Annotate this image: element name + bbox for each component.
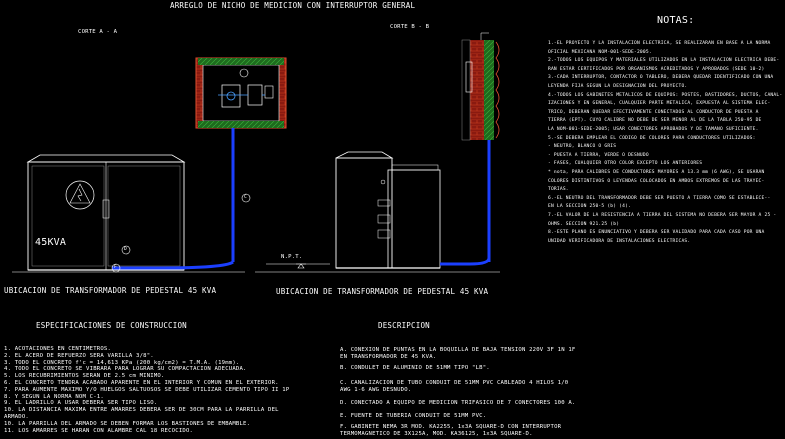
nota-line: - NEUTRO, BLANCO O GRIS — [548, 144, 617, 150]
descripcion-title: DESCRIPCION — [378, 321, 430, 330]
nota-line: 1.-EL PROYECTO Y LA INSTALACION ELECTRIC… — [548, 41, 771, 46]
nota-line: * nota, PARA CALIBRES DE CONDUCTORES MAY… — [548, 170, 765, 175]
npt-marker — [296, 263, 306, 269]
section-a-label: CORTE A - A — [78, 29, 118, 35]
transformer-right — [335, 151, 441, 269]
nota-line: 8.-ESTE PLANO ES ENUNCIATIVO Y DEBERA SE… — [548, 230, 765, 236]
nota-line: COLORES DISTINTIVOS O LEYENDAS COLOCADOS… — [548, 178, 765, 184]
especificacion-item: 10. LA PARRILLA DEL ARMADO SE DEBEN FORM… — [4, 420, 251, 427]
especificacion-item: 11. LOS AMARRES SE HARAN CON ALAMBRE CAL… — [4, 427, 194, 434]
nota-line: 3.-CADA INTERRUPTOR, CONTACTOR O TABLERO… — [548, 75, 774, 81]
nota-line: TIERRA (EPT). CUYO CALIBRE NO DEBE DE SE… — [548, 118, 762, 124]
nota-line: - FASES, CUALQUIER OTRO COLOR EXCEPTO LO… — [548, 161, 703, 167]
nota-line: - PUESTA A TIERRA, VERDE O DESNUDO — [548, 152, 649, 158]
callout-c: C — [244, 195, 247, 200]
transformer-rating: 45KVA — [35, 237, 67, 248]
nota-line: IZACIONES Y EN GENERAL, CUALQUIER PARTE … — [548, 101, 771, 107]
nota-line: LA NOM-001-SEDE-2005; USAR CONECTORES AP… — [548, 127, 759, 132]
conduit-right — [440, 257, 491, 266]
nota-line: 2.-TODOS LOS EQUIPOS Y MATERIALES UTILIZ… — [548, 58, 780, 64]
drawing-title: ARREGLO DE NICHO DE MEDICION CON INTERRU… — [170, 1, 416, 10]
descripcion-item: F. GABINETE NEMA 3R MOD. KA2255, 1x3A SQ… — [340, 424, 562, 430]
especificacion-item: 2. EL ACERO DE REFUERZO SERA VARILLA 3/8… — [4, 352, 154, 359]
section-b-label: CORTE B - B — [390, 24, 430, 30]
descripcion-item: AWG 1-6 AWG DESNUDO. — [340, 387, 412, 393]
especificacion-item: 9. EL LADRILLO A USAR DEBERA SER TIPO LI… — [4, 400, 158, 407]
especificacion-item: 4. TODO EL CONCRETO SE VIBRARA PARA LOGR… — [4, 366, 247, 373]
nota-line: EN LA SECCION 250-5 (b) (4). — [548, 204, 632, 210]
nota-line: OFICIAL MEXICANA NOM-001-SEDE-2005. — [548, 49, 652, 55]
nota-line: TRICO, DEBERAN QUEDAR EFECTIVAMENTE CONE… — [548, 109, 759, 115]
nota-line: 6.-EL NEUTRO DEL TRANSFORMADOR DEBE SER … — [548, 195, 771, 201]
nota-line: UNIDAD VERIFICADORA DE INSTALACIONES ELE… — [548, 238, 691, 244]
descripcion-item: C. CANALIZACION DE TUBO CONDUIT DE 51MM … — [340, 380, 569, 386]
transformer-left — [26, 154, 186, 271]
nota-line: 5.-SE DEBERA EMPLEAR EL CODIGO DE COLORE… — [548, 135, 756, 141]
nota-line: RAN ESTAR CERTIFICADOS POR ORGANISMOS AC… — [548, 66, 765, 72]
especificacion-item: 10. LA DISTANCIA MAXIMA ENTRE AMARRES DE… — [4, 407, 279, 414]
caption-left: UBICACION DE TRANSFORMADOR DE PEDESTAL 4… — [4, 286, 217, 295]
especificacion-item: 6. EL CONCRETO TENDRA ACABADO APARENTE E… — [4, 380, 279, 386]
nota-line: 4.-TODOS LOS GABINETES METALICOS DE EQUI… — [548, 92, 783, 98]
descripcion-item: A. CONEXION DE PUNTAS EN LA BOQUILLA DE … — [340, 347, 576, 353]
descripcion-item: B. CONDULET DE ALUMINIO DE 51MM TIPO "LB… — [340, 365, 490, 371]
especificaciones-title: ESPECIFICACIONES DE CONSTRUCCION — [36, 321, 187, 330]
especificacion-item: 7. PARA AUMENTE MAXIMO Y/O HUELGOS SALTU… — [4, 386, 290, 393]
especificacion-item: 5. LOS RECUBRIMIENTOS SERAN DE 2.5 cm MI… — [4, 373, 165, 380]
nota-line: OHMS. SECCION 921.25 (b) — [548, 221, 620, 227]
especificacion-item: 1. ACOTACIONES EN CENTIMETROS. — [4, 346, 112, 352]
especificacion-item: 3. TODO EL CONCRETO f'c = 14,613 KPa (20… — [4, 359, 240, 366]
especificacion-item: ARMADO. — [4, 414, 29, 420]
descripcion-item: TERMOMAGNETICO DE 3X125A, MOD. KA36125, … — [340, 431, 533, 437]
niche-section-a — [195, 57, 287, 262]
notas-title: NOTAS: — [657, 15, 695, 26]
callout-f: F — [114, 265, 117, 270]
nota-line: 7.-EL VALOR DE LA RESISTENCIA A TIERRA D… — [548, 213, 777, 218]
npt-label: N.P.T. — [281, 254, 303, 260]
callout-d: D — [124, 247, 127, 252]
niche-section-b — [461, 32, 500, 262]
conduit-left — [112, 260, 234, 270]
descripcion-item: EN TRANSFORMADOR DE 45 KVA. — [340, 354, 437, 360]
callout-markers — [111, 68, 251, 273]
caption-right: UBICACION DE TRANSFORMADOR DE PEDESTAL 4… — [276, 287, 489, 296]
nota-line: LEYENDA FIJA SEGUN LA DESIGNACION DEL PR… — [548, 84, 688, 89]
nota-line: TORIAS. — [548, 187, 569, 193]
descripcion-item: E. FUENTE DE TUBERIA CONDUIT DE 51MM PVC… — [340, 413, 487, 419]
especificacion-item: 8. Y SEGUN LA NORMA NOM C-1. — [4, 393, 104, 400]
descripcion-item: D. CONECTADO A EQUIPO DE MEDICION TRIFAS… — [340, 400, 576, 406]
